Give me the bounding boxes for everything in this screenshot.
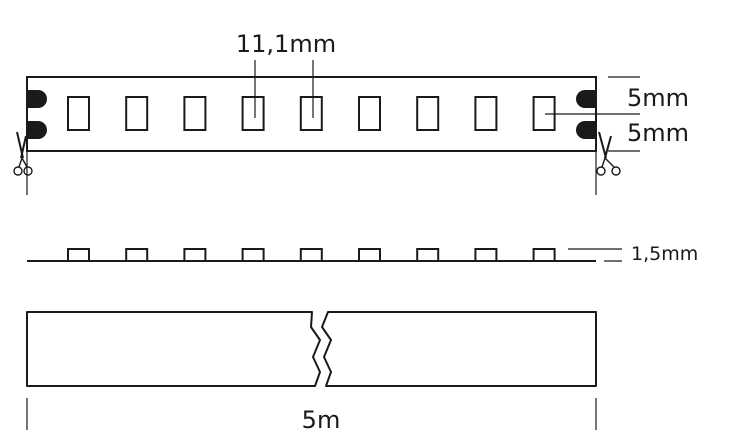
strip-segment-left (26, 311, 321, 387)
led-chip (183, 96, 207, 131)
led-chip-side (183, 248, 207, 262)
half-width-top-label: 5mm (627, 84, 689, 112)
led-chip (241, 96, 265, 131)
led-chip-side (474, 248, 498, 262)
led-chip-side (125, 248, 149, 262)
strip-outline-top-view (26, 76, 597, 152)
solder-pad-left-top (27, 90, 47, 108)
led-row-side (67, 248, 556, 262)
length-label: 5m (302, 406, 341, 434)
strip-segment-right (321, 311, 597, 387)
solder-pad-right-top (576, 90, 596, 108)
led-chip (358, 96, 381, 131)
led-chip-side (241, 248, 265, 262)
scissors-icon (13, 131, 33, 176)
led-spacing-label: 11,1mm (236, 30, 336, 58)
led-chip (299, 96, 323, 131)
solder-pad-left-bottom (27, 121, 47, 139)
led-chip (67, 96, 90, 131)
side-view: 1,5mm (27, 243, 698, 265)
led-chip (416, 96, 440, 131)
led-chip-side (416, 248, 440, 262)
led-chip-side (532, 248, 556, 262)
thickness-label: 1,5mm (631, 243, 698, 265)
led-chip (474, 96, 498, 131)
led-row-top (67, 96, 556, 131)
solder-pad-right-bottom (576, 121, 596, 139)
led-chip-side (299, 248, 323, 262)
half-width-bottom-label: 5mm (627, 119, 689, 147)
scissors-icon (596, 131, 621, 176)
length-view: 5m (26, 311, 597, 434)
top-view: 11,1mm 5mm 5mm (13, 30, 689, 195)
led-chip-side (358, 248, 381, 262)
led-chip-side (67, 248, 90, 262)
led-chip (125, 96, 149, 131)
